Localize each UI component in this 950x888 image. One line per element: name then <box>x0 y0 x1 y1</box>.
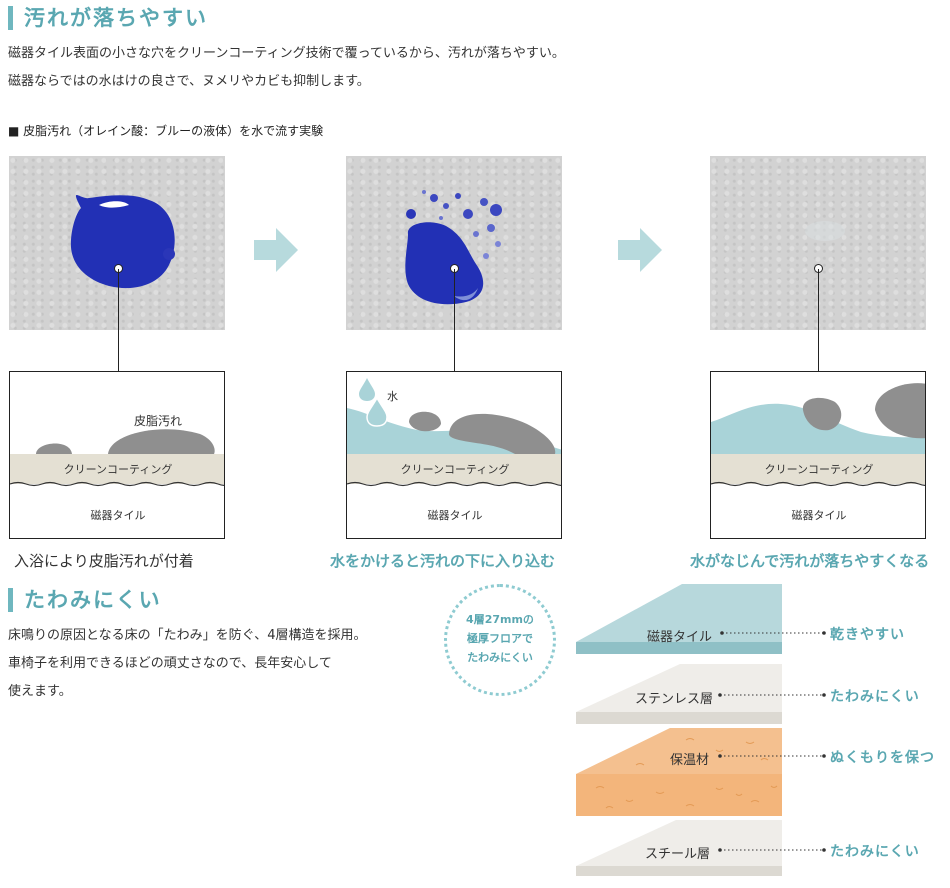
water-label: 水 <box>387 390 398 403</box>
section-accent-bar <box>8 6 13 30</box>
stain-label: 皮脂汚れ <box>134 414 183 428</box>
blue-stain-drop <box>405 190 502 305</box>
diagram-water-poured: 水 クリーンコーティング 磁器タイル <box>346 371 562 539</box>
callout-line <box>454 269 455 371</box>
section-accent-bar <box>8 588 13 612</box>
layer-benefit: 乾きやすい <box>830 627 905 643</box>
layer-benefit: たわみにくい <box>830 844 920 860</box>
diagram-stain-removed: クリーンコーティング 磁器タイル <box>710 371 926 539</box>
section-description-line: 磁器タイル表面の小さな穴をクリーンコーティング技術で覆っているから、汚れが落ちや… <box>8 46 565 61</box>
badge-text-line: 極厚フロアで <box>467 632 533 645</box>
experiment-label: ■ 皮脂汚れ（オレイン酸：ブルーの液体）を水で流す実験 <box>8 124 324 138</box>
layer-benefit: ぬくもりを保つ <box>830 750 935 766</box>
tile-layer-label: 磁器タイル <box>791 509 847 522</box>
section-title-sturdy: たわみにくい <box>24 588 162 612</box>
coating-layer-label: クリーンコーティング <box>764 463 874 476</box>
layer-label-steel: スチール層 <box>645 847 711 862</box>
thickness-badge <box>444 584 556 696</box>
section-description-line: 使えます。 <box>8 684 72 699</box>
step-arrow-icon <box>618 228 662 272</box>
layer-benefit: たわみにくい <box>830 689 920 705</box>
section-title-easy-clean: 汚れが落ちやすい <box>24 6 208 30</box>
step-caption: 入浴により皮脂汚れが付着 <box>14 552 194 570</box>
section-description-line: 床鳴りの原因となる床の「たわみ」を防ぐ、4層構造を採用。 <box>8 628 367 643</box>
layer-stack-diagram <box>576 584 782 876</box>
section-description-line: 車椅子を利用できるほどの頑丈さなので、長年安心して <box>8 656 332 671</box>
clean-surface <box>805 221 845 241</box>
layer-label-stainless: ステンレス層 <box>635 692 714 707</box>
layer-label-insulation: 保温材 <box>670 753 710 768</box>
diagram-stain-applied: 皮脂汚れ クリーンコーティング 磁器タイル <box>9 371 225 539</box>
callout-line <box>118 269 119 371</box>
photo-stain-applied <box>9 156 225 330</box>
step-arrow-icon <box>254 228 298 272</box>
leader-lines <box>718 631 826 852</box>
section-description-line: 磁器ならではの水はけの良さで、ヌメリやカビも抑制します。 <box>8 74 370 89</box>
callout-line <box>818 269 819 371</box>
tile-layer-label: 磁器タイル <box>90 509 146 522</box>
badge-text-line: 4層27mmの <box>466 613 534 626</box>
blue-stain-drop <box>70 195 175 289</box>
step-caption: 水がなじんで汚れが落ちやすくなる <box>690 552 930 570</box>
step-caption: 水をかけると汚れの下に入り込む <box>330 552 556 570</box>
coating-layer-label: クリーンコーティング <box>63 463 173 476</box>
layer-label-tile: 磁器タイル <box>647 630 713 645</box>
coating-layer-label: クリーンコーティング <box>400 463 510 476</box>
tile-layer-label: 磁器タイル <box>427 509 483 522</box>
photo-water-poured <box>346 156 562 330</box>
badge-text-line: たわみにくい <box>467 651 533 664</box>
